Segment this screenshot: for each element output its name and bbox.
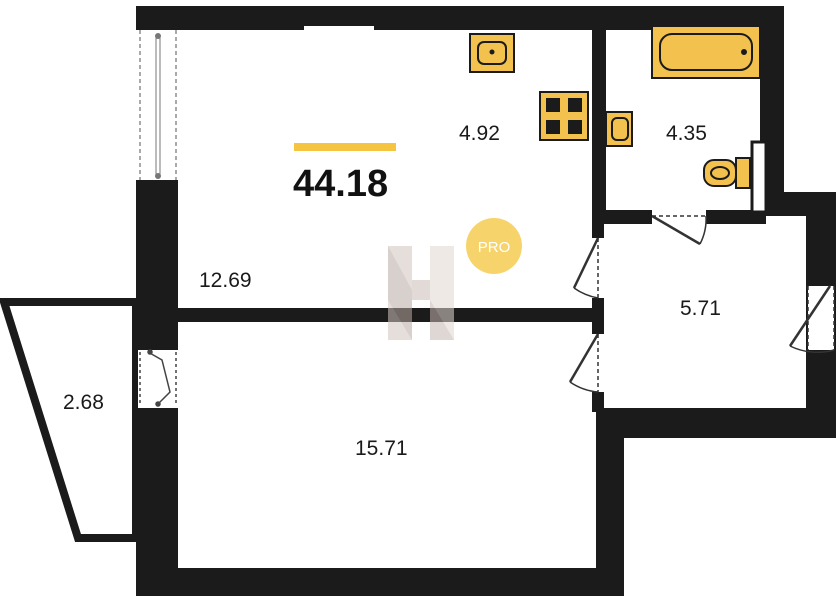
left-wall-lower [136, 408, 178, 596]
bottom-wall [136, 568, 624, 596]
room-area-kitchen: 4.92 [459, 122, 500, 145]
room-area-bathroom: 4.35 [666, 122, 707, 145]
pro-badge [466, 218, 522, 274]
door-bedroom [568, 333, 600, 393]
sink-icon [469, 33, 515, 73]
room-area-hallway: 5.71 [680, 297, 721, 320]
bathtub-icon [651, 25, 761, 79]
toilet-icon [703, 157, 751, 189]
middle-wall [176, 308, 596, 322]
room-area-living: 12.69 [199, 269, 252, 292]
step-wall [596, 408, 836, 438]
door-living [572, 237, 600, 299]
bath-bottom-wall [592, 210, 652, 224]
door-bathroom [651, 214, 707, 246]
left-wall-mid [136, 180, 178, 350]
window-top-left [139, 30, 177, 180]
left-wall-upper [136, 6, 178, 30]
stove-icon [539, 91, 589, 141]
accent-bar [294, 143, 396, 151]
bath-partition [592, 26, 606, 216]
bath-sink-icon [605, 111, 633, 147]
walls [136, 6, 836, 596]
top-wall-notch [304, 26, 374, 32]
room-area-balcony: 2.68 [63, 391, 104, 414]
bedroom-right-wall [596, 408, 624, 596]
shaft [750, 140, 768, 214]
total-area: 44.18 [293, 163, 388, 205]
right-notch [760, 192, 836, 216]
balcony-outline [0, 298, 140, 542]
hall-left-wall-3 [592, 392, 604, 412]
door-entrance [788, 285, 835, 354]
room-area-bedroom: 15.71 [355, 437, 408, 460]
hall-left-wall-2 [592, 298, 604, 334]
pro-badge-text: PRO [478, 239, 511, 256]
hall-right-wall [806, 280, 836, 286]
logo-icon [388, 246, 454, 340]
hall-left-wall [592, 224, 604, 238]
balcony-door [138, 349, 177, 408]
